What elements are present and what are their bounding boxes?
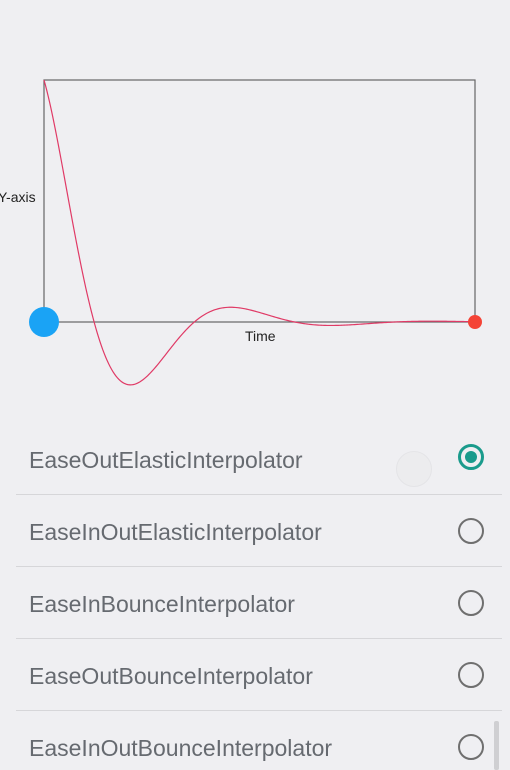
list-item[interactable]: EaseInOutElasticInterpolator [16,495,502,567]
start-point-dot[interactable] [29,307,59,337]
radio-unselected-icon[interactable] [458,590,484,616]
list-item[interactable]: EaseOutElasticInterpolator [16,423,502,495]
interpolator-graph: Y-axis Time [0,79,482,386]
list-item-label: EaseOutElasticInterpolator [29,447,303,473]
graph-frame [43,79,476,323]
end-point-dot [468,315,482,329]
interpolator-list: EaseOutElasticInterpolator EaseInOutElas… [16,423,502,770]
radio-unselected-icon[interactable] [458,518,484,544]
interpolation-curve [43,79,476,386]
list-item-label: EaseInOutBounceInterpolator [29,735,333,761]
touch-ripple [396,451,432,487]
list-item-label: EaseOutBounceInterpolator [29,663,313,689]
radio-unselected-icon[interactable] [458,662,484,688]
radio-unselected-icon[interactable] [458,734,484,760]
y-axis-label: Y-axis [0,189,36,205]
scrollbar[interactable] [494,721,499,770]
list-item[interactable]: EaseInOutBounceInterpolator [16,711,502,770]
list-item-label: EaseInBounceInterpolator [29,591,295,617]
radio-selected-icon[interactable] [458,444,484,470]
x-axis-label: Time [245,328,276,344]
list-item[interactable]: EaseOutBounceInterpolator [16,639,502,711]
list-item[interactable]: EaseInBounceInterpolator [16,567,502,639]
list-item-label: EaseInOutElasticInterpolator [29,519,322,545]
